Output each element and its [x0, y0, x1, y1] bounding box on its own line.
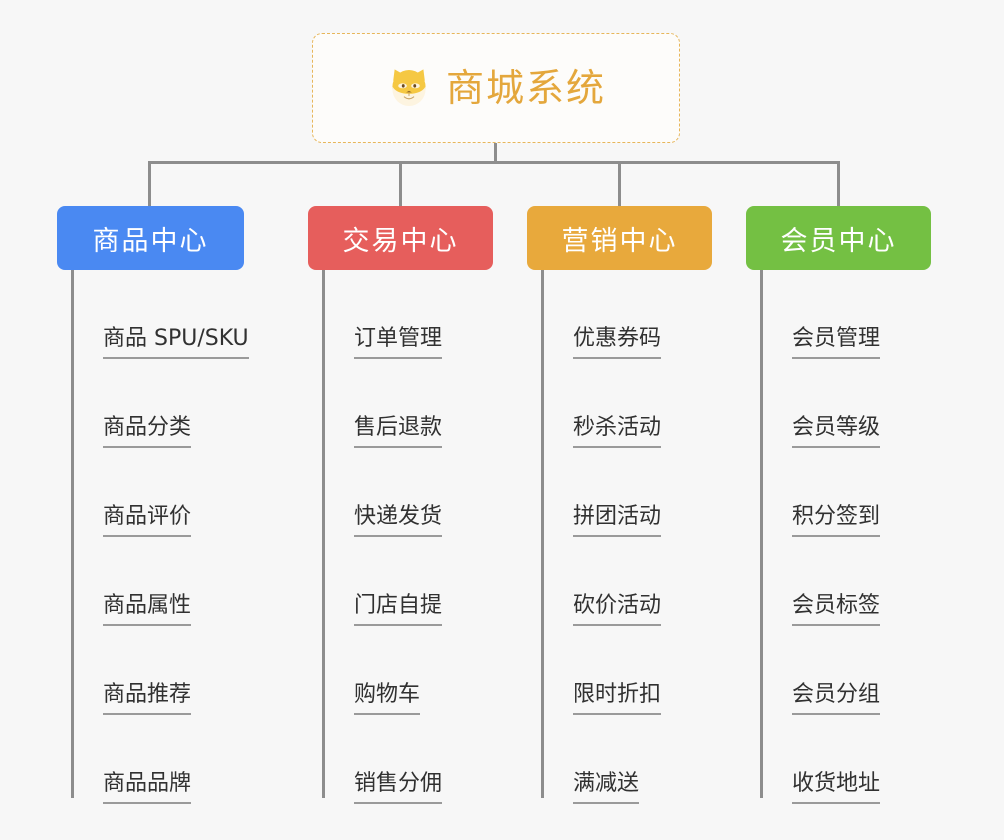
- leaf-item[interactable]: 会员管理: [760, 270, 931, 359]
- branch-column-3: 营销中心优惠券码秒杀活动拼团活动砍价活动限时折扣满减送: [527, 206, 712, 804]
- leaf-item-label[interactable]: 商品品牌: [103, 771, 192, 804]
- leaf-item-label[interactable]: 会员分组: [792, 682, 881, 715]
- leaf-item-label[interactable]: 订单管理: [354, 326, 443, 359]
- leaf-item[interactable]: 限时折扣: [541, 626, 712, 715]
- leaf-item[interactable]: 砍价活动: [541, 537, 712, 626]
- leaf-item[interactable]: 会员分组: [760, 626, 931, 715]
- root-node[interactable]: 商城系统: [312, 33, 680, 143]
- leaf-item[interactable]: 购物车: [322, 626, 493, 715]
- leaf-item-label[interactable]: 满减送: [573, 771, 640, 804]
- leaf-item[interactable]: 收货地址: [760, 715, 931, 804]
- leaf-item[interactable]: 售后退款: [322, 359, 493, 448]
- branch-items-1: 商品 SPU/SKU 商品分类商品评价商品属性商品推荐商品品牌: [71, 270, 249, 804]
- leaf-item-label[interactable]: 收货地址: [792, 771, 881, 804]
- leaf-item-label[interactable]: 优惠券码: [573, 326, 662, 359]
- branch-spine-2: [322, 270, 325, 798]
- leaf-item[interactable]: 销售分佣: [322, 715, 493, 804]
- leaf-item[interactable]: 商品属性: [71, 537, 244, 626]
- leaf-item-label[interactable]: 会员标签: [792, 593, 881, 626]
- leaf-item-label[interactable]: 商品评价: [103, 504, 192, 537]
- leaf-item[interactable]: 快递发货: [322, 448, 493, 537]
- leaf-item-label[interactable]: 秒杀活动: [573, 415, 662, 448]
- leaf-item-label[interactable]: 积分签到: [792, 504, 881, 537]
- branch-connector-4: [837, 161, 840, 206]
- branch-column-2: 交易中心订单管理售后退款快递发货门店自提购物车销售分佣: [308, 206, 493, 804]
- leaf-item-label[interactable]: 拼团活动: [573, 504, 662, 537]
- leaf-item[interactable]: 门店自提: [322, 537, 493, 626]
- shiba-dog-icon: [392, 69, 426, 106]
- branch-items-4: 会员管理会员等级积分签到会员标签会员分组收货地址: [760, 270, 931, 804]
- leaf-item-label[interactable]: 限时折扣: [573, 682, 662, 715]
- branch-spine-3: [541, 270, 544, 798]
- leaf-item[interactable]: 商品分类: [71, 359, 244, 448]
- leaf-item-label[interactable]: 砍价活动: [573, 593, 662, 626]
- leaf-item[interactable]: 满减送: [541, 715, 712, 804]
- branch-spine-1: [71, 270, 74, 798]
- leaf-item[interactable]: 商品 SPU/SKU: [71, 270, 249, 359]
- leaf-item-label[interactable]: 售后退款: [354, 415, 443, 448]
- branch-header-2[interactable]: 交易中心: [308, 206, 493, 270]
- leaf-item-label[interactable]: 销售分佣: [354, 771, 443, 804]
- leaf-item[interactable]: 商品推荐: [71, 626, 244, 715]
- leaf-item[interactable]: 秒杀活动: [541, 359, 712, 448]
- branch-header-3[interactable]: 营销中心: [527, 206, 712, 270]
- leaf-item[interactable]: 商品品牌: [71, 715, 244, 804]
- leaf-item-label[interactable]: 快递发货: [354, 504, 443, 537]
- leaf-item[interactable]: 订单管理: [322, 270, 493, 359]
- branch-items-2: 订单管理售后退款快递发货门店自提购物车销售分佣: [322, 270, 493, 804]
- branch-spine-4: [760, 270, 763, 798]
- trunk-horizontal-connector: [149, 161, 839, 164]
- branch-header-1[interactable]: 商品中心: [57, 206, 244, 270]
- leaf-item-label[interactable]: 门店自提: [354, 593, 443, 626]
- leaf-item[interactable]: 商品评价: [71, 448, 244, 537]
- leaf-item-label[interactable]: 商品推荐: [103, 682, 192, 715]
- leaf-item[interactable]: 拼团活动: [541, 448, 712, 537]
- leaf-item[interactable]: 积分签到: [760, 448, 931, 537]
- branch-connector-3: [618, 161, 621, 206]
- branch-connector-1: [148, 161, 151, 206]
- leaf-item[interactable]: 会员标签: [760, 537, 931, 626]
- branch-items-3: 优惠券码秒杀活动拼团活动砍价活动限时折扣满减送: [541, 270, 712, 804]
- leaf-item[interactable]: 优惠券码: [541, 270, 712, 359]
- leaf-item-label[interactable]: 会员管理: [792, 326, 881, 359]
- branch-column-1: 商品中心商品 SPU/SKU 商品分类商品评价商品属性商品推荐商品品牌: [57, 206, 249, 804]
- leaf-item-label[interactable]: 商品 SPU/SKU: [103, 326, 249, 359]
- leaf-item-label[interactable]: 商品属性: [103, 593, 192, 626]
- branch-header-4[interactable]: 会员中心: [746, 206, 931, 270]
- leaf-item[interactable]: 会员等级: [760, 359, 931, 448]
- root-trunk-connector: [494, 143, 497, 163]
- leaf-item-label[interactable]: 购物车: [354, 682, 421, 715]
- root-title: 商城系统: [445, 66, 606, 110]
- leaf-item-label[interactable]: 商品分类: [103, 415, 192, 448]
- branch-connector-2: [399, 161, 402, 206]
- leaf-item-label[interactable]: 会员等级: [792, 415, 881, 448]
- branch-column-4: 会员中心会员管理会员等级积分签到会员标签会员分组收货地址: [746, 206, 931, 804]
